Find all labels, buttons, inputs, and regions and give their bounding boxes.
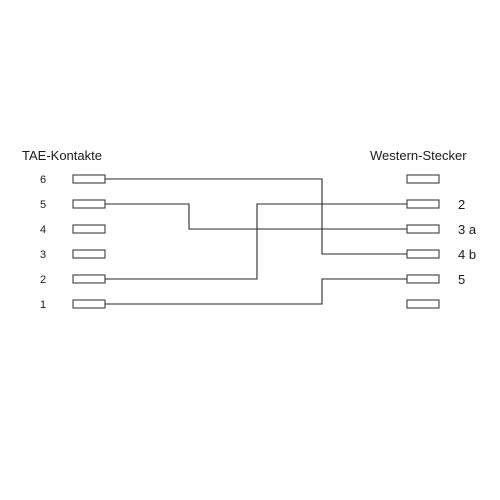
western-contact-2-label: 2 (458, 197, 465, 212)
western-contact-top (406, 174, 440, 184)
tae-contacts-heading: TAE-Kontakte (22, 148, 102, 163)
wire-6-to-4b (105, 178, 407, 255)
western-contact-labels: 2 3 a 4 b 5 (458, 197, 477, 287)
wire-2-to-2 (105, 203, 407, 280)
tae-contact-5 (72, 199, 106, 209)
western-contact-3a (406, 224, 440, 234)
western-contact-4b (406, 249, 440, 259)
tae-contact-numbers: 6 5 4 3 2 1 (40, 174, 46, 311)
wire-1-to-5 (105, 278, 407, 305)
western-contact-bottom (406, 299, 440, 309)
tae-contact-6-number: 6 (40, 174, 46, 186)
western-contact-5-label: 5 (458, 272, 465, 287)
western-contact-4b-label: 4 b (458, 247, 476, 262)
western-contact-3a-label: 3 a (458, 222, 477, 237)
tae-contact-terminals (72, 174, 106, 309)
tae-contact-1-number: 1 (40, 299, 46, 311)
tae-contact-3-number: 3 (40, 249, 46, 261)
tae-contact-5-number: 5 (40, 199, 46, 211)
tae-contact-2 (72, 274, 106, 284)
western-plug-terminals (406, 174, 440, 309)
tae-contact-6 (72, 174, 106, 184)
wire-5-to-3a (105, 203, 407, 230)
tae-contact-2-number: 2 (40, 274, 46, 286)
tae-contact-3 (72, 249, 106, 259)
tae-contact-4-number: 4 (40, 224, 46, 236)
wires (105, 178, 407, 305)
western-contact-5 (406, 274, 440, 284)
western-contact-2 (406, 199, 440, 209)
western-plug-heading: Western-Stecker (370, 148, 467, 163)
tae-contact-4 (72, 224, 106, 234)
tae-contact-1 (72, 299, 106, 309)
